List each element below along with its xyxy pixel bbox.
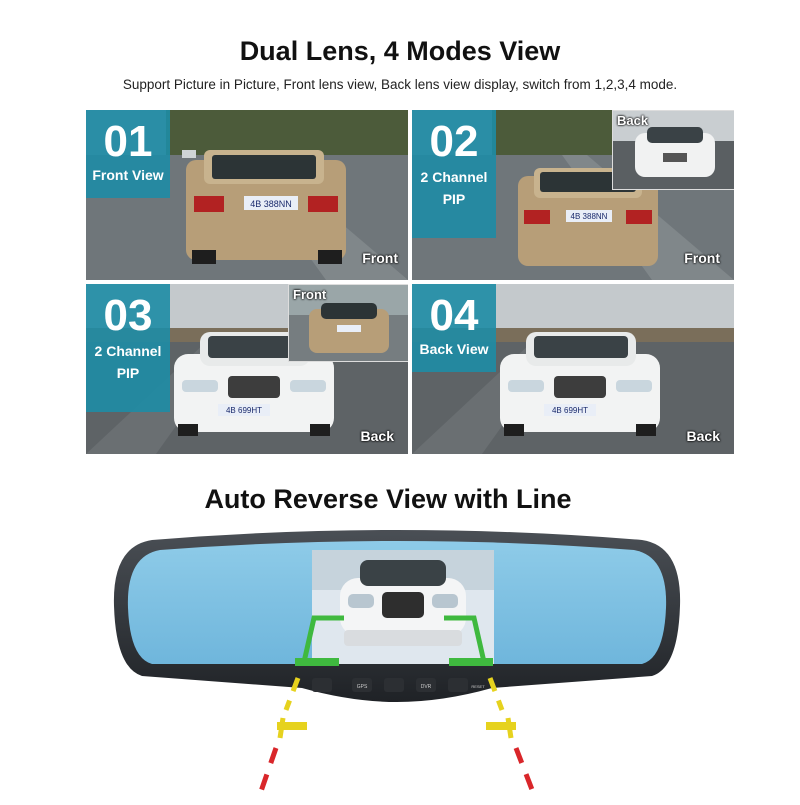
mode-label-line2: PIP	[116, 365, 140, 381]
reverse-section-title: Auto Reverse View with Line	[204, 484, 572, 514]
back-road-scene	[613, 111, 734, 189]
camera-label-front: Front	[684, 250, 720, 266]
mode-label-line1: 2 Channel	[94, 343, 162, 359]
camera-label-front: Front	[362, 250, 398, 266]
mode-number: 04	[429, 291, 479, 340]
page-subtitle: Support Picture in Picture, Front lens v…	[122, 77, 678, 92]
page-title: Dual Lens, 4 Modes View	[239, 36, 561, 66]
mode-panel-2-channel-pip-front: 4B 388NN Back 02 2 Channel PIP Front	[412, 110, 734, 280]
mode-badge-04: 04 Back View	[412, 284, 496, 372]
mode-label-line2: PIP	[442, 191, 466, 207]
mode-number: 02	[429, 117, 479, 166]
mode-badge-03: 03 2 Channel PIP	[86, 284, 170, 412]
back-plate-text: 4B 699HT	[552, 406, 588, 415]
mode-label: Back View	[419, 341, 489, 357]
front-plate-text: 4B 388NN	[250, 199, 292, 209]
mirror-graphic: GPS DVR RESET	[113, 530, 681, 801]
mode-badge-02: 02 2 Channel PIP	[412, 110, 496, 238]
front-road-scene	[289, 285, 408, 361]
mode-label-line1: 2 Channel	[420, 169, 488, 185]
pip-camera-label: Back	[617, 113, 649, 128]
dvr-button-label: DVR	[421, 684, 432, 690]
mode-badge-01: 01 Front View	[86, 110, 170, 198]
mode-number: 03	[103, 291, 153, 340]
gps-button-label: GPS	[357, 684, 368, 690]
camera-label-back: Back	[686, 428, 720, 444]
mode-panel-2-channel-pip-back: 4B 699HT Front 03 2 Channel PIP Back	[86, 284, 408, 454]
mode-number: 01	[103, 117, 153, 166]
front-plate-text: 4B 388NN	[571, 212, 608, 221]
back-road-scene: 4B 699HT	[412, 284, 734, 454]
back-plate-text: 4B 699HT	[226, 406, 262, 415]
pip-inset-back: Back	[612, 110, 734, 190]
mode-panel-front-view: 4B 388NN 01 Front View Front	[86, 110, 408, 280]
mode-panel-back-view: 4B 699HT 04 Back View Back	[412, 284, 734, 454]
camera-label-back: Back	[360, 428, 394, 444]
pip-camera-label: Front	[293, 287, 327, 302]
pip-inset-front: Front	[288, 284, 408, 362]
reset-label: RESET	[471, 684, 485, 689]
rearview-mirror-illustration: GPS DVR RESET	[112, 526, 682, 801]
mode-label: Front View	[92, 167, 164, 183]
